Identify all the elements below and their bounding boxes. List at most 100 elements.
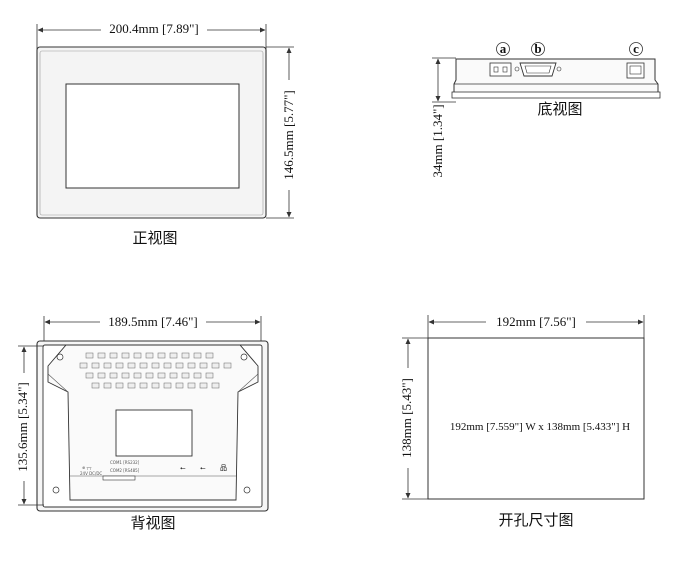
port-c-rj45 (626, 62, 645, 79)
vent-slot (121, 352, 130, 359)
back-power-label: 24V DC/DC (80, 471, 102, 476)
back-view: 189.5mm [7.46"] (15, 312, 269, 532)
back-view-caption: 背视图 (130, 514, 175, 532)
back-width-label-bg (100, 312, 206, 329)
front-height-label-bg (280, 80, 298, 190)
vent-slot (205, 372, 214, 379)
port-b-marker (531, 42, 545, 56)
front-width-label-bg (101, 20, 207, 37)
port-a-letter: a (500, 41, 507, 56)
vent-slot (133, 372, 142, 379)
vent-slot (163, 382, 172, 389)
back-vent-row-3 (85, 372, 214, 379)
vent-slot (91, 362, 100, 369)
vent-slot (97, 372, 106, 379)
network-icon: 品 (220, 464, 227, 472)
cutout-view-caption: 开孔尺寸图 (498, 511, 573, 529)
port-c-marker (629, 42, 643, 56)
port-c-rj45-inner (629, 65, 642, 75)
vent-slot (121, 372, 130, 379)
vent-slot (79, 362, 88, 369)
back-height-label: 135.6mm [5.34"] (15, 382, 30, 471)
vent-slot (205, 352, 214, 359)
back-connector-block (102, 475, 136, 481)
bottom-view-caption: 底视图 (537, 100, 582, 118)
vent-slot (91, 382, 100, 389)
back-label-plate (115, 409, 193, 457)
vent-slot (187, 382, 196, 389)
vent-slot (211, 382, 220, 389)
vent-slot (163, 362, 172, 369)
vent-slot (127, 362, 136, 369)
bottom-depth-label: 34mm [1.34"] (430, 104, 445, 177)
vent-slot (175, 362, 184, 369)
port-a-pin (502, 66, 508, 73)
back-screw-top-right (240, 353, 248, 361)
port-c-letter: c (633, 41, 639, 56)
vent-slot (115, 382, 124, 389)
front-height-label: 146.5mm [5.77"] (281, 90, 296, 179)
back-screw-bottom-right (243, 486, 251, 494)
vent-slot (127, 382, 136, 389)
vent-slot (103, 362, 112, 369)
vent-slot (109, 352, 118, 359)
vent-slot (223, 362, 232, 369)
back-power-symbol: ⊕ ┬┬ (82, 465, 92, 470)
vent-slot (211, 362, 220, 369)
vent-slot (145, 372, 154, 379)
port-b-letter: b (534, 41, 541, 56)
cutout-width-label-bg (486, 312, 586, 329)
cutout-view: 192mm [7.56"] 192mm [7.559"] W x 138mm [… (399, 312, 645, 529)
back-vent-row-4 (91, 382, 220, 389)
cutout-width-label: 192mm [7.56"] (496, 314, 576, 329)
port-b-screw-right (556, 66, 562, 72)
port-a-marker (496, 42, 510, 56)
front-width-label: 200.4mm [7.89"] (109, 21, 198, 36)
back-panel-edge-right (237, 373, 259, 393)
vent-slot (169, 372, 178, 379)
cutout-outline (427, 337, 645, 500)
back-height-label-bg (15, 373, 32, 481)
vent-slot (109, 372, 118, 379)
back-com2-label: COM2 [RS485] (110, 468, 140, 473)
vent-slot (187, 362, 196, 369)
back-screw-top-left (56, 353, 64, 361)
cutout-height-label-bg (399, 368, 416, 468)
usb-icon: ⭠ (200, 464, 206, 472)
cutout-spec-text: 192mm [7.559"] W x 138mm [5.433"] H (450, 421, 630, 433)
vent-slot (199, 382, 208, 389)
vent-slot (151, 362, 160, 369)
vent-slot (181, 352, 190, 359)
vent-slot (85, 372, 94, 379)
vent-slot (115, 362, 124, 369)
vent-slot (103, 382, 112, 389)
port-b-db9 (519, 62, 557, 77)
vent-slot (199, 362, 208, 369)
back-width-label: 189.5mm [7.46"] (108, 314, 197, 329)
front-view: 200.4mm [7.89"] 146.5mm [5.77"] 正视图 (36, 20, 298, 247)
vent-slot (151, 382, 160, 389)
cutout-height-label: 138mm [5.43"] (399, 378, 414, 458)
front-view-caption: 正视图 (132, 229, 177, 247)
vent-slot (157, 372, 166, 379)
vent-slot (133, 352, 142, 359)
port-a-pin (493, 66, 499, 73)
back-com1-label: COM1 [RS232] (110, 460, 140, 465)
front-bezel-inner (39, 50, 264, 216)
vent-slot (139, 382, 148, 389)
usb-icon: ⭠ (180, 464, 186, 472)
vent-slot (97, 352, 106, 359)
bottom-view: 34mm [1.34"] a b c 底视图 (430, 41, 661, 178)
vent-slot (175, 382, 184, 389)
back-vent-row-2 (79, 362, 232, 369)
vent-slot (157, 352, 166, 359)
vent-slot (193, 372, 202, 379)
vent-slot (169, 352, 178, 359)
back-vent-row-1 (85, 352, 214, 359)
vent-slot (193, 352, 202, 359)
port-a-terminal (489, 62, 512, 77)
port-b-db9-inner (524, 65, 552, 74)
vent-slot (145, 352, 154, 359)
vent-slot (85, 352, 94, 359)
